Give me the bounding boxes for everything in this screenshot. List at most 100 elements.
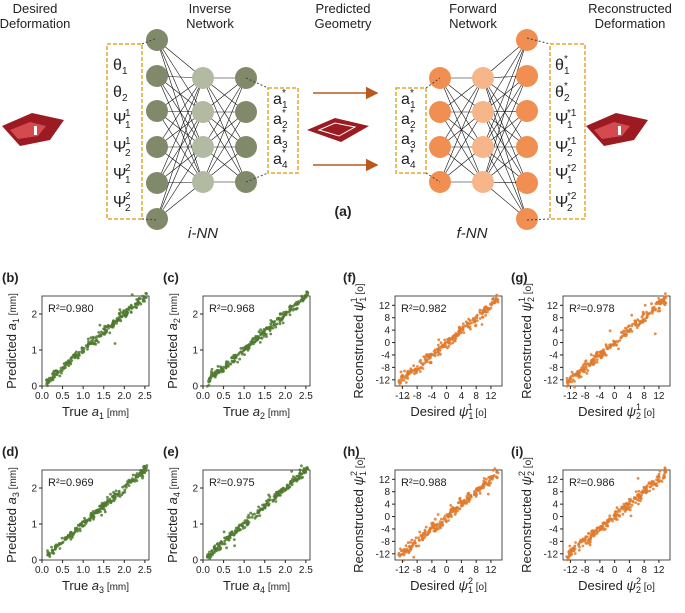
- y-tick-label: -8: [549, 363, 558, 374]
- geometry-cut: [317, 122, 357, 137]
- data-point: [417, 536, 421, 540]
- data-point: [398, 378, 401, 382]
- data-point: [637, 489, 641, 493]
- data-point: [269, 332, 273, 336]
- data-point: [69, 360, 72, 364]
- data-point: [491, 297, 494, 301]
- data-point: [267, 493, 271, 497]
- data-point: [453, 513, 457, 516]
- data-point: [86, 337, 90, 341]
- data-point: [75, 350, 78, 354]
- data-point: [51, 378, 55, 382]
- data-point: [59, 369, 62, 373]
- data-point: [399, 547, 402, 551]
- data-point: [293, 476, 297, 480]
- y-tick-label: 12: [379, 475, 391, 486]
- data-point: [626, 507, 629, 511]
- edge: [439, 77, 484, 148]
- data-point: [616, 510, 620, 514]
- data-point: [646, 490, 649, 493]
- data-point: [630, 313, 634, 317]
- symbol-base: θ: [555, 57, 564, 74]
- data-point: [429, 356, 432, 360]
- x-tick-label: -4: [595, 565, 604, 576]
- data-point: [109, 501, 113, 504]
- neuron: [516, 100, 538, 122]
- y-axis-label: Reconstructed ψ21 [o]: [517, 283, 536, 399]
- x-tick-label: 2.0: [278, 391, 292, 402]
- panel-id-label: (c): [163, 270, 179, 285]
- data-point: [472, 320, 476, 324]
- data-point: [475, 493, 478, 497]
- data-point: [71, 535, 74, 539]
- data-point: [586, 369, 590, 372]
- edge: [482, 111, 528, 184]
- x-axis-label: Desired ψ12 [o]: [410, 576, 487, 595]
- data-point: [269, 324, 273, 327]
- data-point: [304, 295, 308, 299]
- x-tick-label: 2.0: [117, 565, 131, 576]
- y-tick-label: -8: [381, 363, 390, 374]
- data-point: [646, 312, 649, 316]
- data-point: [275, 322, 279, 326]
- data-point: [587, 532, 590, 535]
- symbol-sup: *2: [567, 163, 577, 174]
- y-tick-label: 4: [384, 326, 390, 337]
- data-point: [570, 370, 574, 374]
- data-point: [247, 513, 251, 517]
- data-point: [208, 550, 211, 554]
- data-point: [443, 338, 447, 342]
- data-point: [428, 528, 432, 532]
- y-tick-label: 4: [384, 500, 390, 511]
- data-point: [600, 525, 603, 528]
- r-squared-label: R²=0.982: [401, 303, 447, 315]
- data-point: [652, 305, 656, 309]
- symbol-base: a: [401, 111, 410, 128]
- data-point: [468, 497, 472, 501]
- data-point: [243, 526, 247, 529]
- data-point: [406, 371, 409, 375]
- data-point: [232, 538, 236, 541]
- data-point: [423, 361, 427, 365]
- data-point: [52, 371, 56, 374]
- data-point: [45, 378, 48, 382]
- x-tick-label: -12: [395, 565, 410, 576]
- x-tick-label: 2.5: [138, 391, 152, 402]
- data-point: [474, 324, 477, 328]
- data-point: [300, 464, 303, 468]
- x-tick-label: -4: [427, 391, 436, 402]
- y-axis-label: Predicted a2 [mm]: [165, 293, 182, 389]
- data-point: [305, 466, 309, 470]
- data-point: [210, 370, 213, 374]
- data-point: [637, 502, 640, 506]
- symbol-sup: *: [410, 88, 414, 99]
- x-tick-label: -8: [413, 391, 422, 402]
- data-point: [234, 530, 238, 534]
- data-point: [588, 543, 592, 547]
- data-point: [120, 493, 124, 497]
- x-tick-label: 2.5: [138, 565, 152, 576]
- data-point: [591, 530, 594, 534]
- x-tick-label: -8: [581, 565, 590, 576]
- y-tick-label: 1: [31, 346, 37, 357]
- x-tick-label: 2.0: [117, 391, 131, 402]
- data-point: [608, 514, 612, 518]
- data-point: [121, 312, 125, 315]
- y-tick-label: 0: [31, 382, 37, 393]
- data-point: [426, 355, 430, 359]
- data-point: [424, 525, 428, 529]
- data-point: [482, 477, 486, 480]
- data-point: [84, 522, 88, 525]
- data-point: [568, 552, 572, 556]
- data-point: [461, 325, 465, 329]
- edge: [439, 111, 484, 183]
- data-point: [107, 324, 110, 327]
- x-tick-label: 4: [627, 565, 633, 576]
- neuron: [429, 101, 451, 123]
- data-point: [245, 345, 249, 348]
- y-axis-label: Reconstructed ψ22 [o]: [517, 457, 536, 573]
- edge: [156, 146, 204, 220]
